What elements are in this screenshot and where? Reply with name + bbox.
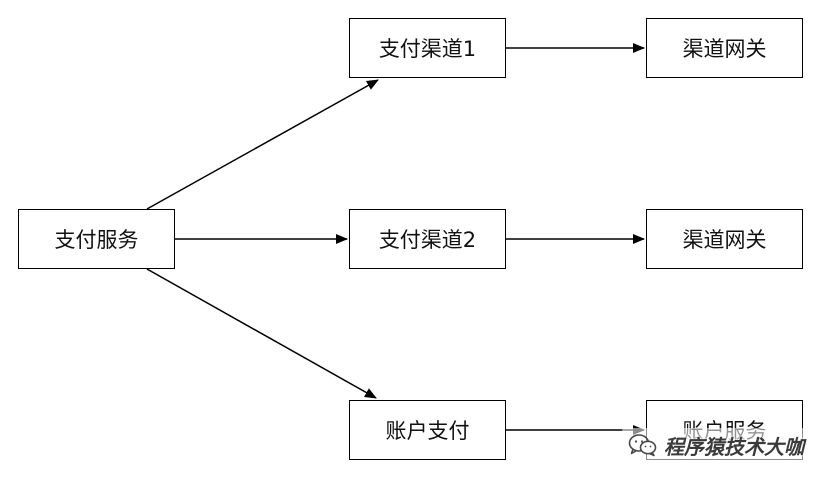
node-label: 支付服务	[54, 228, 139, 252]
node-channel-gateway-1: 渠道网关	[646, 18, 803, 78]
node-label: 渠道网关	[682, 228, 767, 252]
node-label: 渠道网关	[682, 37, 767, 61]
node-label: 账户支付	[385, 419, 470, 443]
node-account-payment: 账户支付	[349, 400, 506, 460]
watermark-text: 程序猿技术大咖	[664, 434, 804, 459]
edge-payment-to-channel1	[146, 79, 379, 210]
node-payment-service: 支付服务	[18, 209, 175, 269]
edge-payment-to-account-payment	[146, 268, 377, 399]
watermark: 程序猿技术大咖	[622, 428, 810, 462]
node-channel-2: 支付渠道2	[349, 209, 506, 269]
node-channel-gateway-2: 渠道网关	[646, 209, 803, 269]
node-channel-1: 支付渠道1	[349, 18, 506, 78]
node-label: 支付渠道2	[378, 228, 477, 252]
node-label: 支付渠道1	[378, 37, 477, 61]
wechat-icon	[628, 433, 658, 457]
